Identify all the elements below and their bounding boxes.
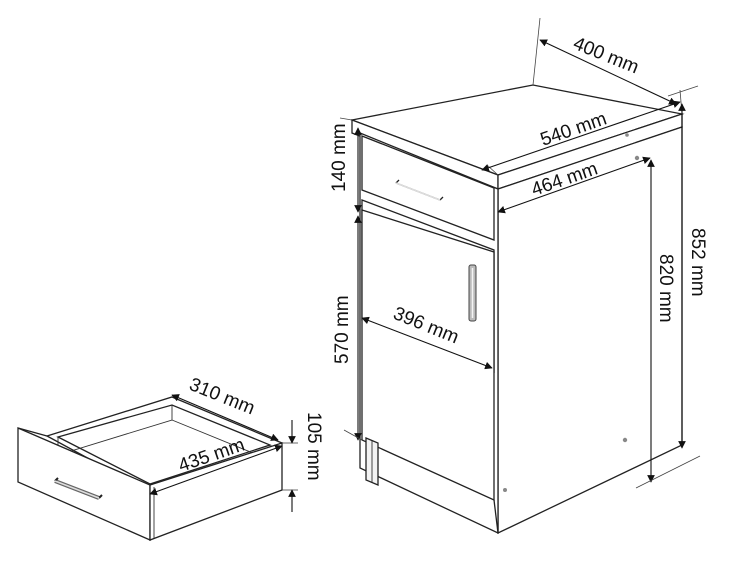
side-hole-bottom bbox=[622, 437, 628, 443]
label-drawer-140: 140 mm bbox=[329, 123, 350, 192]
cabinet-side-panel bbox=[497, 126, 683, 535]
side-hole-top2 bbox=[625, 133, 629, 137]
dim-line-435 bbox=[149, 444, 283, 496]
label-door-570: 570 mm bbox=[332, 295, 353, 364]
dim-line-396 bbox=[361, 316, 493, 370]
drawer-handle bbox=[395, 179, 444, 201]
side-hole-top bbox=[634, 155, 640, 161]
dim-line-310 bbox=[171, 394, 279, 441]
label-height-852: 852 mm bbox=[687, 228, 708, 297]
dim-line-400 bbox=[539, 39, 677, 105]
front-hole bbox=[503, 488, 507, 492]
drawer-detail-handle bbox=[54, 477, 103, 500]
dimension-lines bbox=[149, 17, 701, 512]
drawer-detail bbox=[17, 396, 284, 541]
door-handle bbox=[468, 264, 477, 322]
drawer-front bbox=[361, 135, 495, 241]
label-height-820: 820 mm bbox=[655, 254, 676, 323]
label-drawer-105: 105 mm bbox=[303, 412, 324, 481]
dim-line-464 bbox=[497, 156, 651, 214]
